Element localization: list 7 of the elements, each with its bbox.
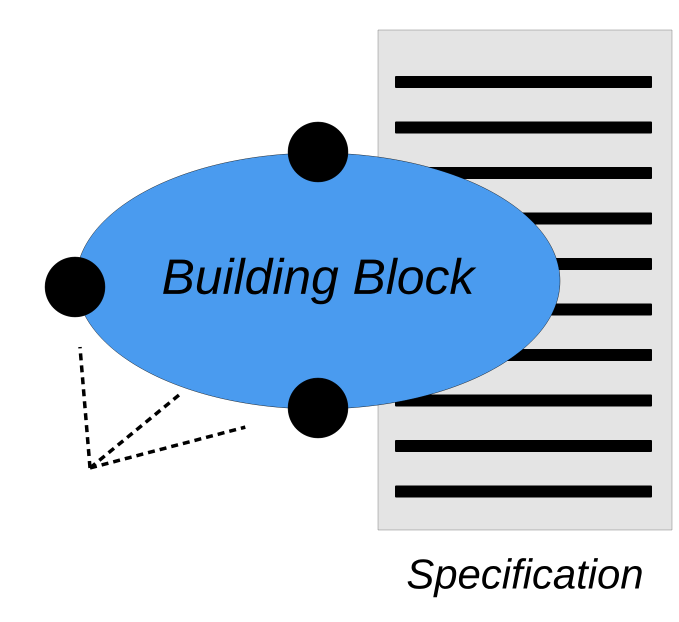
dotted-line	[90, 425, 246, 470]
document-label: Specification	[408, 558, 642, 598]
port-circle	[288, 378, 348, 438]
dotted-line	[78, 346, 92, 468]
port-circle	[44, 256, 106, 318]
port-circle	[288, 122, 348, 182]
dotted-line	[88, 392, 182, 470]
